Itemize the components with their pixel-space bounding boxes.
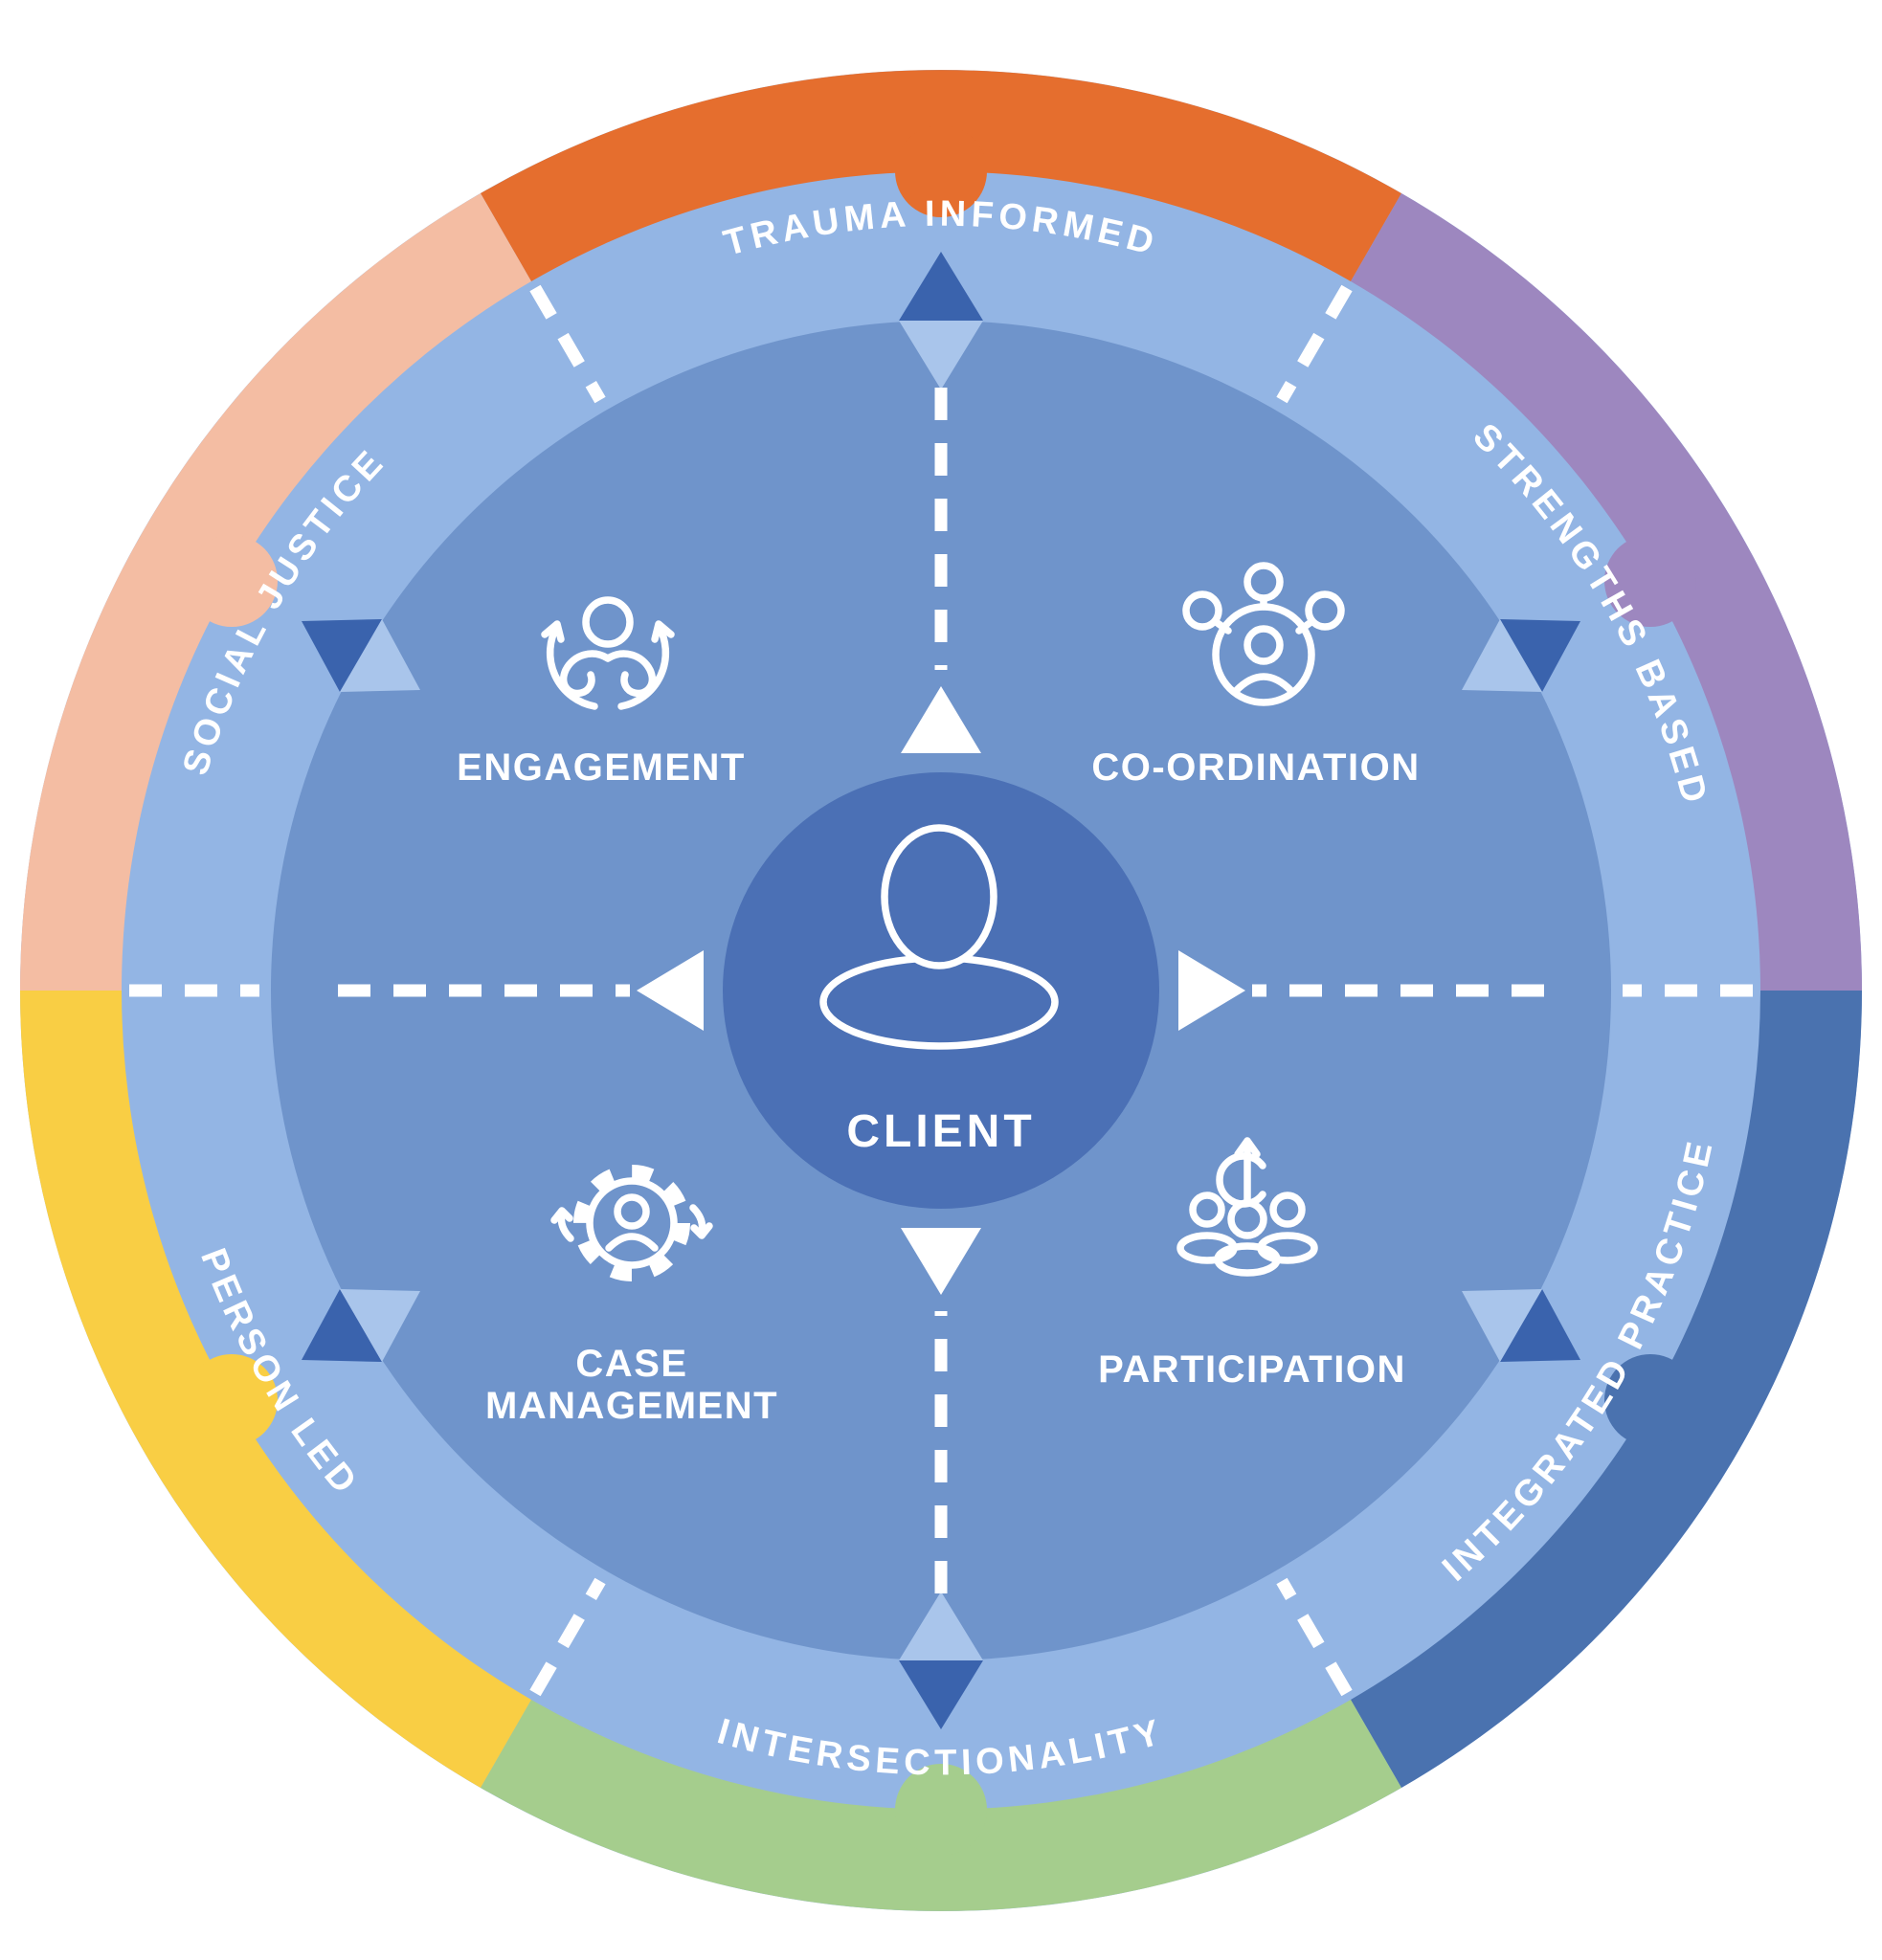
ring-separator-lower-left bbox=[529, 1577, 606, 1697]
case-management-icon bbox=[550, 1165, 713, 1281]
bump-strengths-based bbox=[1604, 535, 1696, 627]
diamond-light-triangle bbox=[340, 1289, 420, 1362]
bump-person-led bbox=[186, 1354, 278, 1446]
boundary-diamond-upper-right bbox=[1462, 619, 1580, 692]
ring-separator-lower-right bbox=[1276, 1577, 1353, 1697]
diamond-dark-triangle bbox=[899, 252, 983, 321]
diamond-dark-triangle bbox=[1500, 619, 1580, 692]
boundary-diamond-lower-left bbox=[302, 1289, 420, 1362]
bump-intersectionality bbox=[895, 1764, 987, 1856]
arc-integrated-practice bbox=[1351, 991, 1862, 1788]
diamond-light-triangle bbox=[899, 1592, 983, 1660]
arc-person-led bbox=[20, 991, 531, 1788]
arc-intersectionality bbox=[481, 1700, 1401, 1911]
bump-social-justice bbox=[186, 535, 278, 627]
diamond-dark-triangle bbox=[899, 1660, 983, 1729]
engagement-icon bbox=[541, 596, 675, 710]
arc-trauma-informed bbox=[481, 70, 1401, 281]
quadrant-label-participation: PARTICIPATION bbox=[1098, 1348, 1406, 1391]
arrowhead-right-icon bbox=[1178, 950, 1245, 1031]
diamond-light-triangle bbox=[1462, 1289, 1542, 1362]
arc-social-justice bbox=[20, 193, 531, 991]
arrowhead-down-icon bbox=[901, 1228, 981, 1295]
person-icon bbox=[819, 824, 1059, 1050]
arrowhead-left-icon bbox=[637, 950, 704, 1031]
quadrant-label-management: MANAGEMENT bbox=[485, 1385, 778, 1427]
client-label: CLIENT bbox=[846, 1106, 1035, 1157]
diamond-light-triangle bbox=[899, 321, 983, 390]
arc-strengths-based bbox=[1351, 193, 1862, 991]
bump-trauma-informed bbox=[895, 125, 987, 217]
boundary-diamond-lower-right bbox=[1462, 1289, 1580, 1362]
participation-icon bbox=[1176, 1137, 1318, 1277]
diamond-dark-triangle bbox=[302, 1289, 382, 1362]
ring-separator-upper-left bbox=[529, 284, 606, 404]
ring-separator-upper-right bbox=[1276, 284, 1353, 404]
diamond-dark-triangle bbox=[302, 619, 382, 692]
coordination-icon bbox=[1182, 562, 1345, 706]
diamond-dark-triangle bbox=[1500, 1289, 1580, 1362]
quadrant-label-case: CASE bbox=[575, 1343, 687, 1385]
boundary-diamond-top bbox=[899, 252, 983, 390]
quadrant-label-engagement: ENGAGEMENT bbox=[457, 746, 746, 789]
boundary-diamond-bottom bbox=[899, 1592, 983, 1729]
boundary-diamond-upper-left bbox=[302, 619, 420, 692]
arrowhead-up-icon bbox=[901, 686, 981, 753]
bump-integrated-practice bbox=[1604, 1354, 1696, 1446]
quadrant-label-coordination: CO-ORDINATION bbox=[1091, 746, 1420, 789]
diamond-light-triangle bbox=[340, 619, 420, 692]
client-circle bbox=[723, 772, 1159, 1209]
diamond-light-triangle bbox=[1462, 619, 1542, 692]
